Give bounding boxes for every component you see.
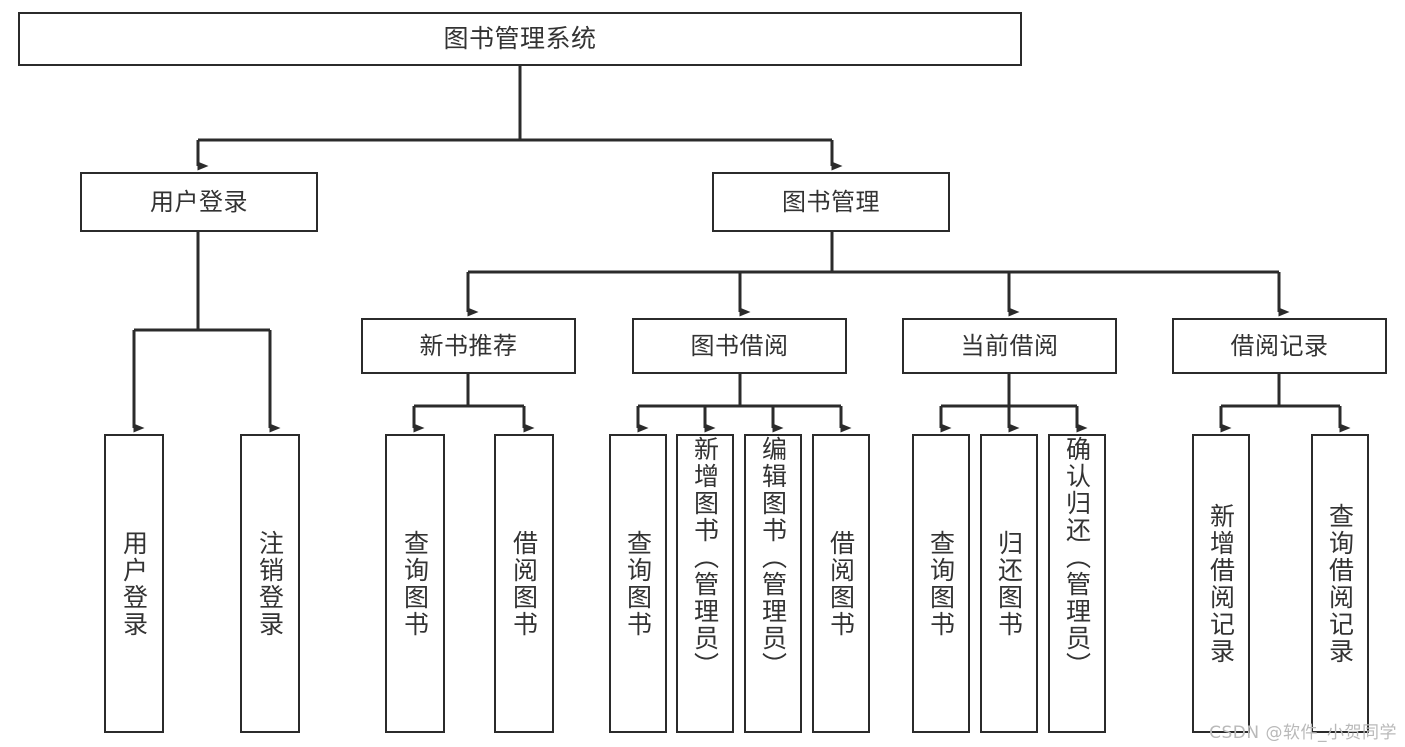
node-label: 编辑图书（管理员） xyxy=(758,436,788,679)
leaf-edit-book-admin[interactable]: 编辑图书（管理员） xyxy=(744,434,802,733)
leaf-query-borrow-record[interactable]: 查询借阅记录 xyxy=(1311,434,1369,733)
node-label: 图书管理系统 xyxy=(443,24,597,54)
node-label: 新书推荐 xyxy=(419,331,518,360)
node-book-borrow[interactable]: 图书借阅 xyxy=(632,318,847,374)
node-label: 查询借阅记录 xyxy=(1325,502,1355,665)
leaf-confirm-return-admin[interactable]: 确认归还（管理员） xyxy=(1048,434,1106,733)
leaf-user-login[interactable]: 用户登录 xyxy=(104,434,164,733)
node-new-book-recommend[interactable]: 新书推荐 xyxy=(361,318,576,374)
node-current-borrow[interactable]: 当前借阅 xyxy=(902,318,1117,374)
node-label: 新增借阅记录 xyxy=(1206,502,1236,665)
leaf-return-book[interactable]: 归还图书 xyxy=(980,434,1038,733)
leaf-borrow-book[interactable]: 借阅图书 xyxy=(812,434,870,733)
node-label: 确认归还（管理员） xyxy=(1062,436,1092,679)
node-label: 当前借阅 xyxy=(960,331,1059,360)
leaf-query-book-current[interactable]: 查询图书 xyxy=(912,434,970,733)
node-label: 查询图书 xyxy=(623,529,653,638)
node-user-login[interactable]: 用户登录 xyxy=(80,172,318,232)
leaf-query-book-recommend[interactable]: 查询图书 xyxy=(385,434,445,733)
node-label: 图书管理 xyxy=(782,187,880,216)
node-label: 归还图书 xyxy=(994,529,1024,638)
leaf-borrow-book-recommend[interactable]: 借阅图书 xyxy=(494,434,554,733)
node-label: 用户登录 xyxy=(150,187,248,216)
node-label: 借阅记录 xyxy=(1230,331,1329,360)
leaf-add-book-admin[interactable]: 新增图书（管理员） xyxy=(676,434,734,733)
node-label: 查询图书 xyxy=(926,529,956,638)
leaf-add-borrow-record[interactable]: 新增借阅记录 xyxy=(1192,434,1250,733)
leaf-query-book-borrow[interactable]: 查询图书 xyxy=(609,434,667,733)
csdn-watermark: CSDN @软件_小贺同学 xyxy=(1209,723,1397,743)
node-label: 查询图书 xyxy=(400,529,430,638)
node-label: 借阅图书 xyxy=(509,529,539,638)
node-book-management[interactable]: 图书管理 xyxy=(712,172,950,232)
node-label: 新增图书（管理员） xyxy=(690,436,720,679)
node-root-system[interactable]: 图书管理系统 xyxy=(18,12,1022,66)
node-borrow-record[interactable]: 借阅记录 xyxy=(1172,318,1387,374)
node-label: 用户登录 xyxy=(119,529,149,638)
node-label: 图书借阅 xyxy=(690,331,789,360)
node-label: 注销登录 xyxy=(255,529,285,638)
leaf-logout[interactable]: 注销登录 xyxy=(240,434,300,733)
node-label: 借阅图书 xyxy=(826,529,856,638)
